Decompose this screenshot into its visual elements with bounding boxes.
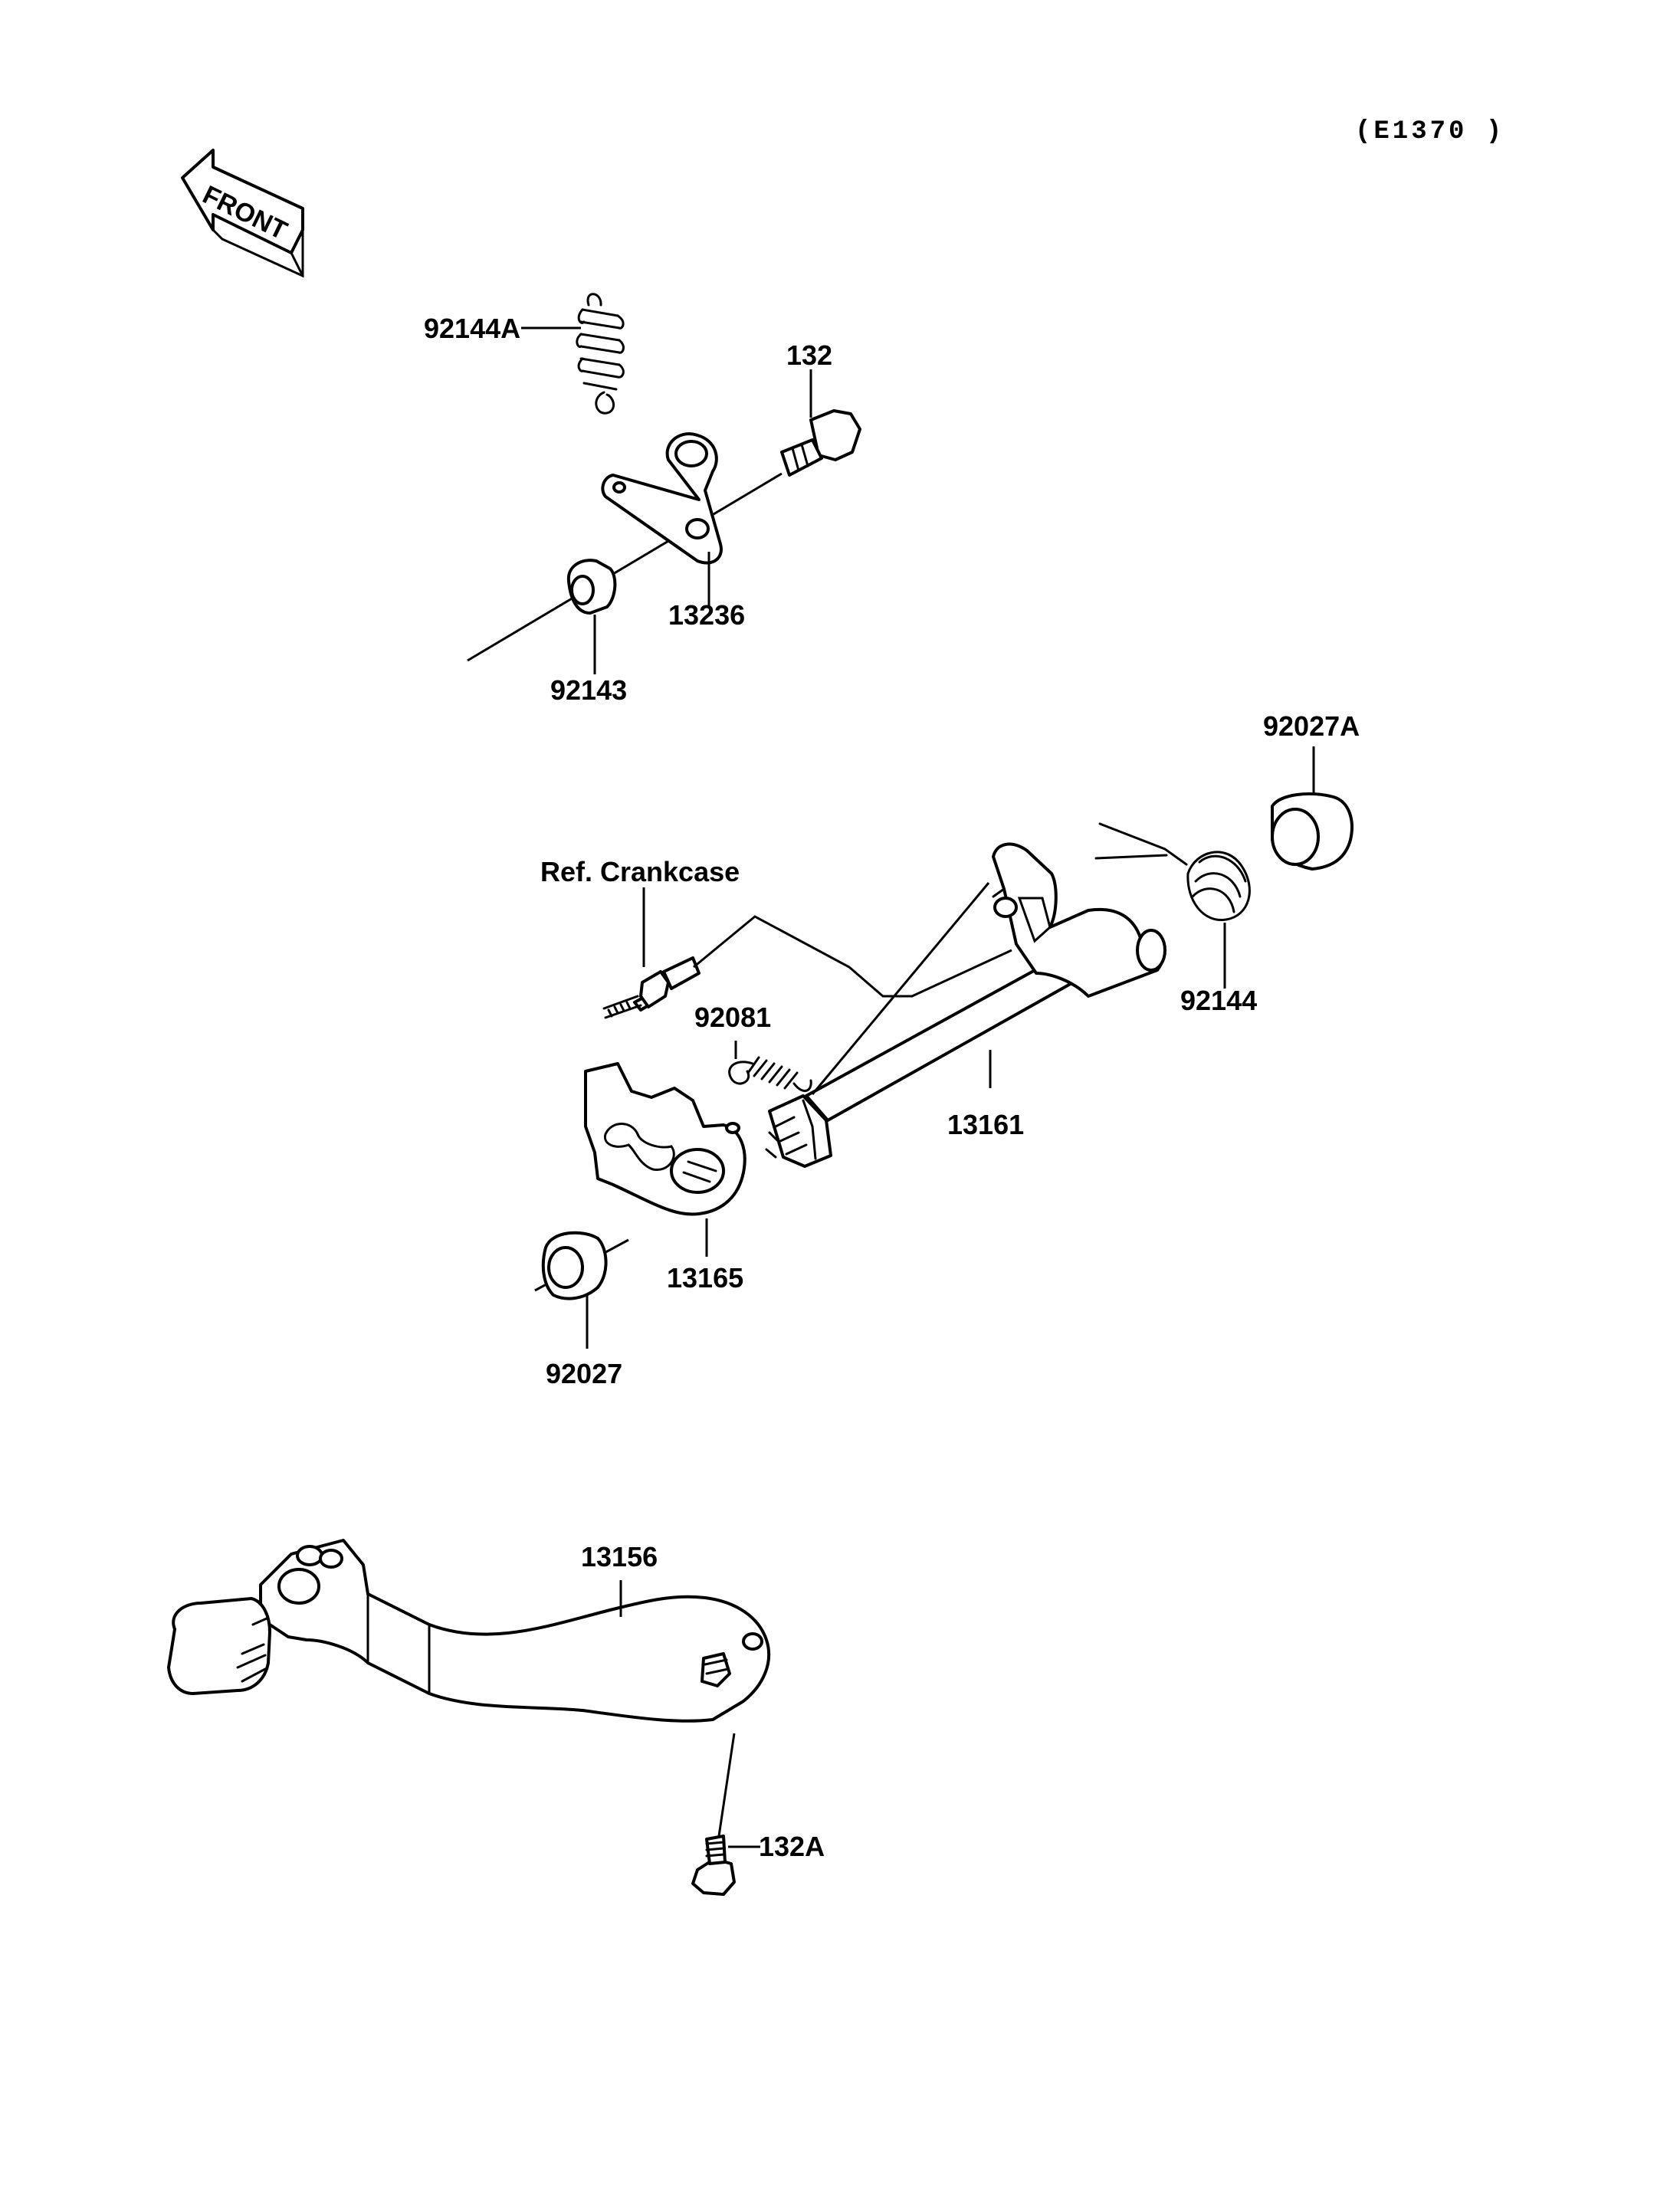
label-92144: 92144 — [1180, 985, 1257, 1016]
oil-seal-92027 — [541, 1231, 608, 1300]
label-92143: 92143 — [550, 674, 627, 706]
bolt-132a — [691, 1835, 736, 1896]
label-13165: 13165 — [667, 1262, 743, 1294]
oil-seal-92027a — [1271, 792, 1354, 871]
label-92144a: 92144A — [424, 313, 520, 344]
shift-pedal-13156 — [167, 1539, 771, 1723]
shift-shaft-13161 — [765, 842, 1166, 1168]
label-92081: 92081 — [694, 1002, 771, 1033]
spring-92081 — [728, 1056, 812, 1092]
label-13156: 13156 — [581, 1541, 658, 1572]
label-13236: 13236 — [668, 599, 745, 631]
collar-92143 — [566, 559, 617, 615]
crankcase-pin — [602, 956, 701, 1019]
label-13161: 13161 — [947, 1109, 1024, 1140]
shift-plate-13165 — [584, 1062, 746, 1216]
drawing-code: (E1370 ) — [1355, 117, 1504, 146]
return-spring-92144a — [576, 293, 625, 415]
label-92027a: 92027A — [1263, 710, 1360, 742]
torsion-spring-92144 — [1094, 822, 1251, 922]
label-132: 132 — [786, 339, 832, 371]
bolt-132 — [780, 409, 861, 477]
shift-arm-13236 — [601, 432, 723, 565]
label-132a: 132A — [759, 1831, 825, 1862]
front-arrow-icon: FRONT — [181, 149, 304, 278]
label-ref-crankcase: Ref. Crankcase — [540, 856, 740, 887]
label-92027: 92027 — [546, 1358, 622, 1389]
